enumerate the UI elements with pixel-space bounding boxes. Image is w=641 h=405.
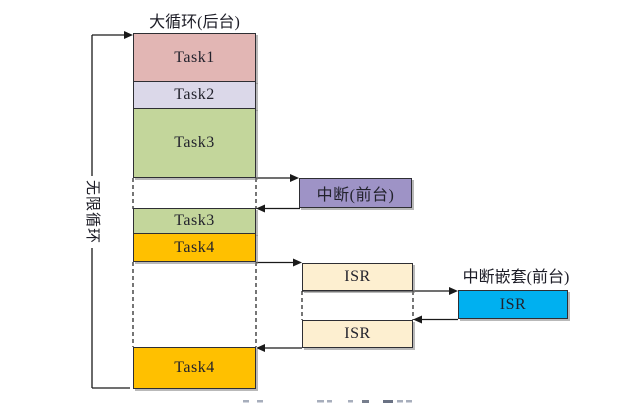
nested-isr-return-arrowhead: [413, 315, 422, 324]
interrupt-foreground-box: 中断(前台): [299, 178, 412, 208]
isr-first-box: ISR: [302, 263, 413, 291]
task4-label: Task4: [174, 238, 215, 256]
infinite-loop-label: 无限循环: [82, 176, 102, 248]
interrupt-foreground-label: 中断(前台): [316, 187, 395, 204]
nested-isr-call-arrowhead: [449, 287, 458, 295]
task4-resume-label: Task4: [174, 359, 215, 376]
isr-second-label: ISR: [344, 325, 371, 342]
isr-return-arrowhead: [256, 344, 265, 352]
interrupt-call-arrowhead: [290, 174, 299, 182]
loop-entry-arrowhead: [124, 31, 133, 39]
task1-box: Task1: [133, 33, 256, 82]
isr-second-box: ISR: [302, 320, 413, 348]
cropped-caption-fragments: [243, 400, 412, 403]
isr-call-arrowhead: [293, 258, 302, 267]
task4-resume-box: Task4: [133, 347, 256, 389]
task2-box: Task2: [133, 81, 256, 109]
interrupt-return-arrowhead: [256, 204, 265, 213]
task1-label: Task1: [174, 48, 215, 66]
task3-box: Task3: [133, 108, 256, 178]
task3-resume-box: Task3: [133, 208, 256, 234]
task3-resume-label: Task3: [174, 212, 215, 229]
nested-isr-label: ISR: [499, 295, 527, 313]
nested-isr-box: ISR: [458, 290, 568, 319]
isr-call-return-lines: [256, 261, 458, 349]
suspended-execution-dashed-lines: [132, 178, 414, 347]
nested-interrupt-title: 中断嵌套(前台): [462, 269, 570, 286]
background-loop-title: 大循环(后台): [149, 14, 240, 31]
task4-box: Task4: [133, 233, 256, 262]
interrupt-call-return-lines: [256, 177, 300, 210]
task2-label: Task2: [174, 86, 215, 103]
isr-first-label: ISR: [344, 268, 371, 285]
task3-label: Task3: [174, 134, 215, 151]
